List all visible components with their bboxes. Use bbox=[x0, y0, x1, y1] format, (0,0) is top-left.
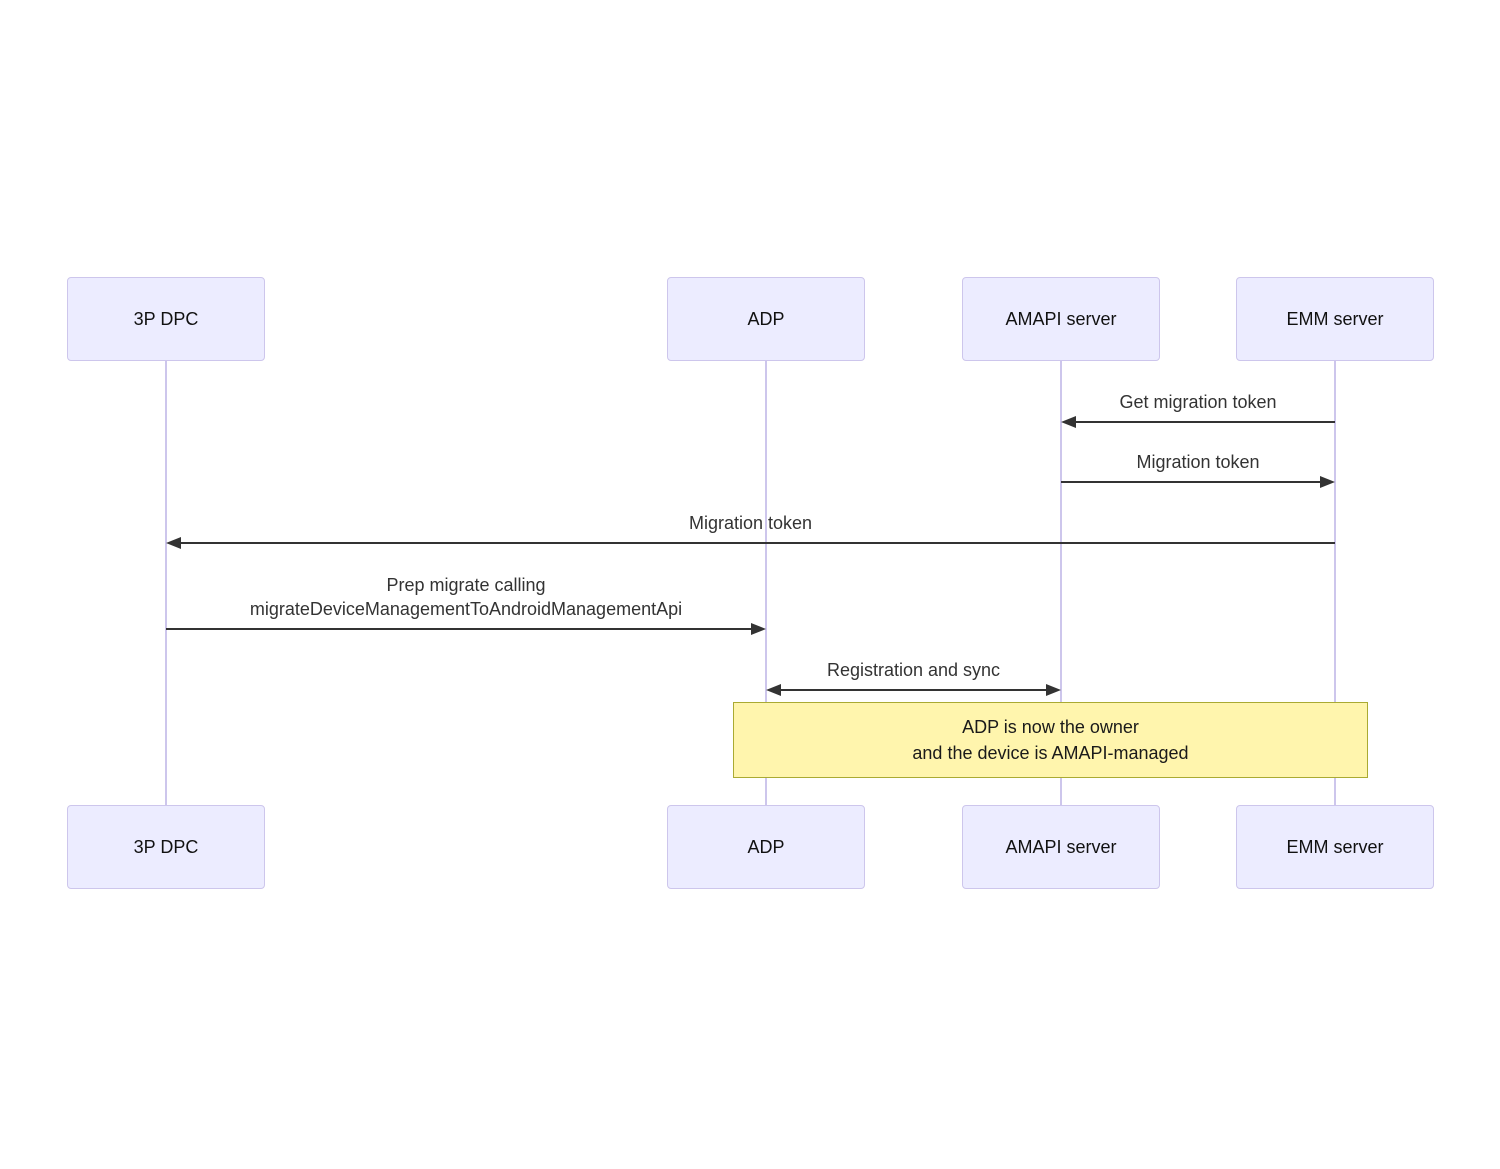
arrowhead-left-icon bbox=[166, 537, 181, 549]
actor-top-3p-dpc: 3P DPC bbox=[67, 277, 265, 361]
arrowhead-right-icon bbox=[1046, 684, 1061, 696]
actor-label: EMM server bbox=[1286, 308, 1384, 329]
message-label-line1: Prep migrate calling bbox=[386, 575, 546, 595]
message-label: Prep migrate calling migrateDeviceManage… bbox=[166, 573, 766, 621]
lifeline-3p-dpc bbox=[165, 361, 167, 805]
actor-bottom-adp: ADP bbox=[667, 805, 865, 889]
actor-label: AMAPI server bbox=[1005, 308, 1117, 329]
message-line bbox=[1061, 481, 1321, 483]
actor-top-amapi-server: AMAPI server bbox=[962, 277, 1160, 361]
actor-label: 3P DPC bbox=[133, 308, 199, 329]
actor-bottom-emm-server: EMM server bbox=[1236, 805, 1434, 889]
actor-top-adp: ADP bbox=[667, 277, 865, 361]
message-line bbox=[178, 542, 1335, 544]
actor-bottom-3p-dpc: 3P DPC bbox=[67, 805, 265, 889]
actor-label: ADP bbox=[747, 308, 785, 329]
arrowhead-right-icon bbox=[751, 623, 766, 635]
arrowhead-right-icon bbox=[1320, 476, 1335, 488]
arrowhead-left-icon bbox=[1061, 416, 1076, 428]
message-label: Get migration token bbox=[1119, 392, 1277, 412]
note-line2: and the device is AMAPI-managed bbox=[912, 743, 1189, 763]
lifeline-emm-server bbox=[1334, 361, 1336, 805]
message-line bbox=[166, 628, 753, 630]
message-label: Registration and sync bbox=[826, 660, 1001, 680]
lifeline-amapi-server bbox=[1060, 361, 1062, 805]
message-label-line2: migrateDeviceManagementToAndroidManageme… bbox=[249, 599, 683, 619]
note-line1: ADP is now the owner bbox=[962, 717, 1139, 737]
actor-bottom-amapi-server: AMAPI server bbox=[962, 805, 1160, 889]
actor-label: AMAPI server bbox=[1005, 836, 1117, 857]
message-label: Migration token bbox=[688, 513, 813, 533]
actor-label: 3P DPC bbox=[133, 836, 199, 857]
lifeline-adp bbox=[765, 361, 767, 805]
actor-label: EMM server bbox=[1286, 836, 1384, 857]
note-adp-owner: ADP is now the owner and the device is A… bbox=[733, 702, 1368, 778]
message-line bbox=[778, 689, 1049, 691]
message-line bbox=[1073, 421, 1335, 423]
message-label: Migration token bbox=[1136, 452, 1260, 472]
actor-top-emm-server: EMM server bbox=[1236, 277, 1434, 361]
arrowhead-left-icon bbox=[766, 684, 781, 696]
actor-label: ADP bbox=[747, 836, 785, 857]
